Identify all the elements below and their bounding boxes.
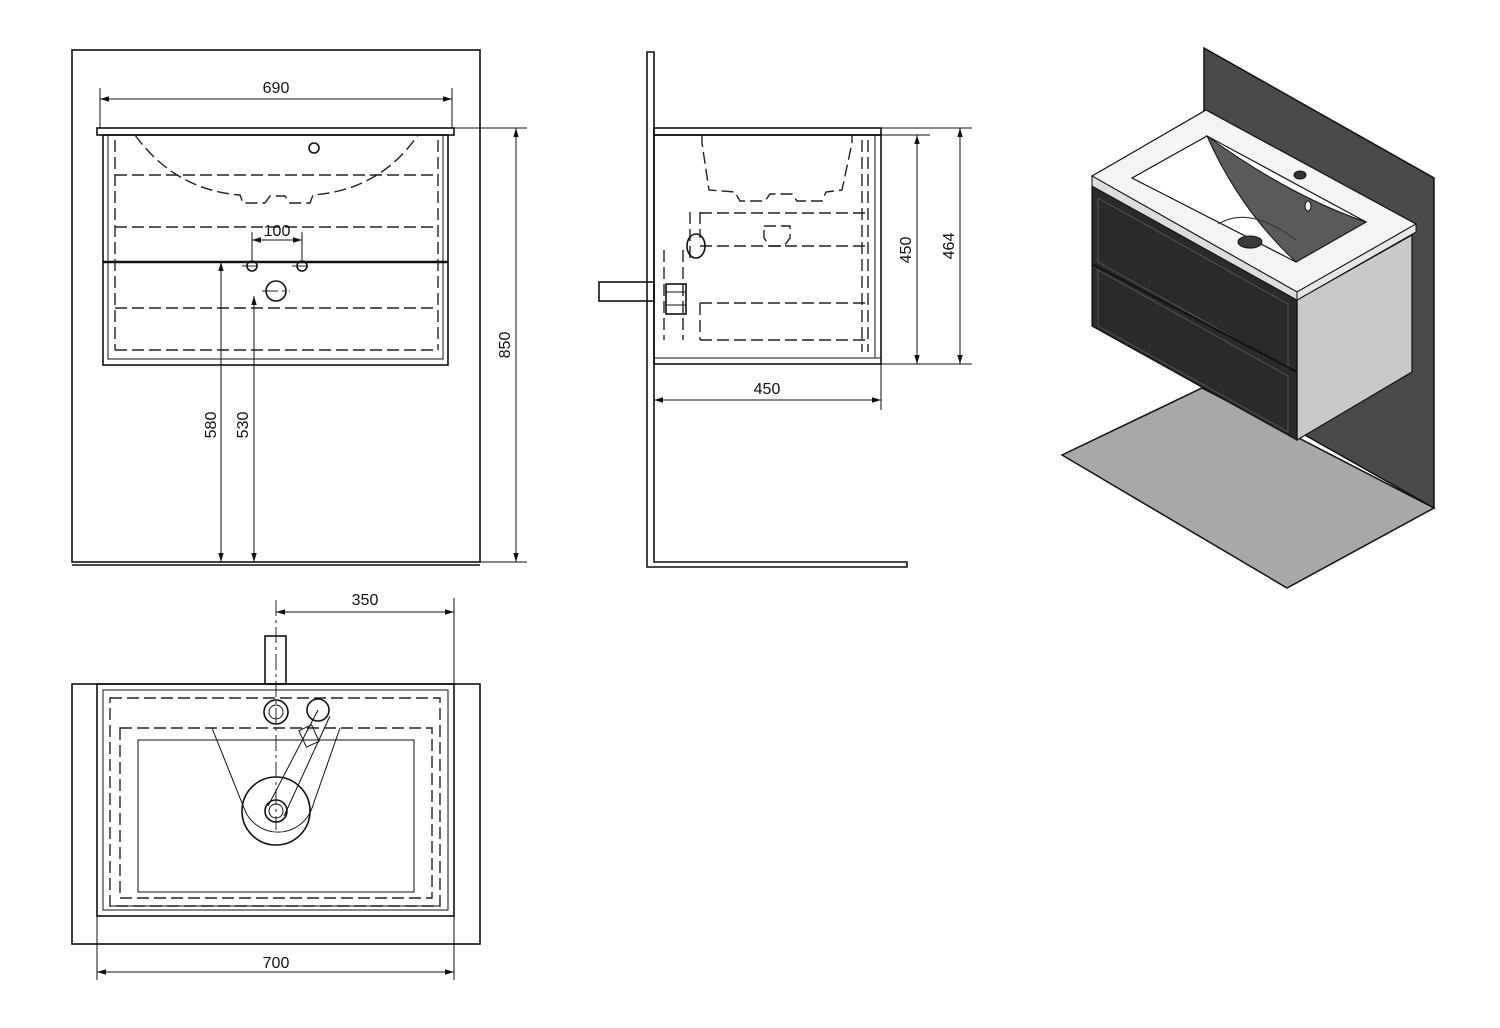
dim-height-850: 850 <box>497 332 514 359</box>
wall-outline <box>71 49 481 563</box>
side-drain-fitting <box>665 283 687 315</box>
iso-floor <box>1060 387 1436 589</box>
dim-cabinet-height-450: 450 <box>898 237 915 264</box>
isometric-view <box>1060 46 1436 589</box>
dim-depth-450: 450 <box>754 381 781 398</box>
basin-top <box>96 127 455 136</box>
side-basin-hidden <box>701 135 853 202</box>
iso-tap-hole-icon <box>1293 170 1307 180</box>
top-valve-icon <box>306 698 330 722</box>
tap-hole-icon <box>308 142 320 154</box>
dim-height-530: 530 <box>235 412 252 439</box>
dim-width-700: 700 <box>263 955 290 972</box>
wall-drain-pipe <box>598 281 655 302</box>
basin-hidden-outline <box>134 134 419 204</box>
dim-total-height-464: 464 <box>941 233 958 260</box>
side-basin-top <box>653 127 882 136</box>
side-wall <box>646 51 908 568</box>
dim-offset-350: 350 <box>352 592 379 609</box>
dim-height-580: 580 <box>203 412 220 439</box>
iso-drain-icon <box>1237 235 1263 249</box>
dim-tap-spacing-100: 100 <box>264 223 291 240</box>
siphon-trap-icon <box>686 233 706 259</box>
side-cabinet-outline <box>653 134 882 365</box>
dim-width-690: 690 <box>263 80 290 97</box>
cabinet-outline <box>102 134 449 366</box>
front-view: 690 100 580 530 850 <box>71 49 527 566</box>
top-view: 350 700 <box>71 592 481 980</box>
side-view: 450 464 450 <box>598 51 972 568</box>
